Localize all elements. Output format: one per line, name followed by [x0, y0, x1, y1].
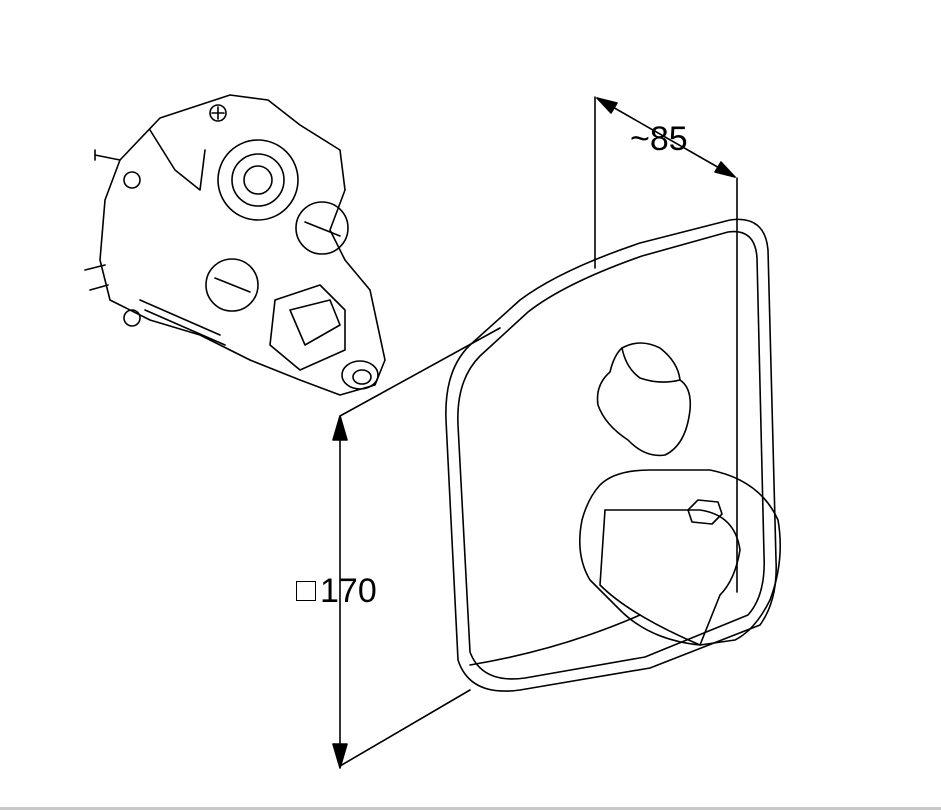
- depth-dimension-label: ~85: [630, 120, 688, 158]
- height-dimension: [332, 327, 501, 769]
- diverter-knob: [596, 342, 692, 457]
- size-value: 170: [320, 572, 377, 610]
- square-icon: [296, 581, 316, 601]
- thermostat-handle: [579, 469, 782, 646]
- cover-plate: [445, 218, 777, 692]
- depth-dimension: [594, 96, 738, 593]
- size-dimension-label: 170: [296, 574, 377, 608]
- concealed-valve-body: [84, 94, 386, 396]
- bottom-divider: [0, 807, 941, 810]
